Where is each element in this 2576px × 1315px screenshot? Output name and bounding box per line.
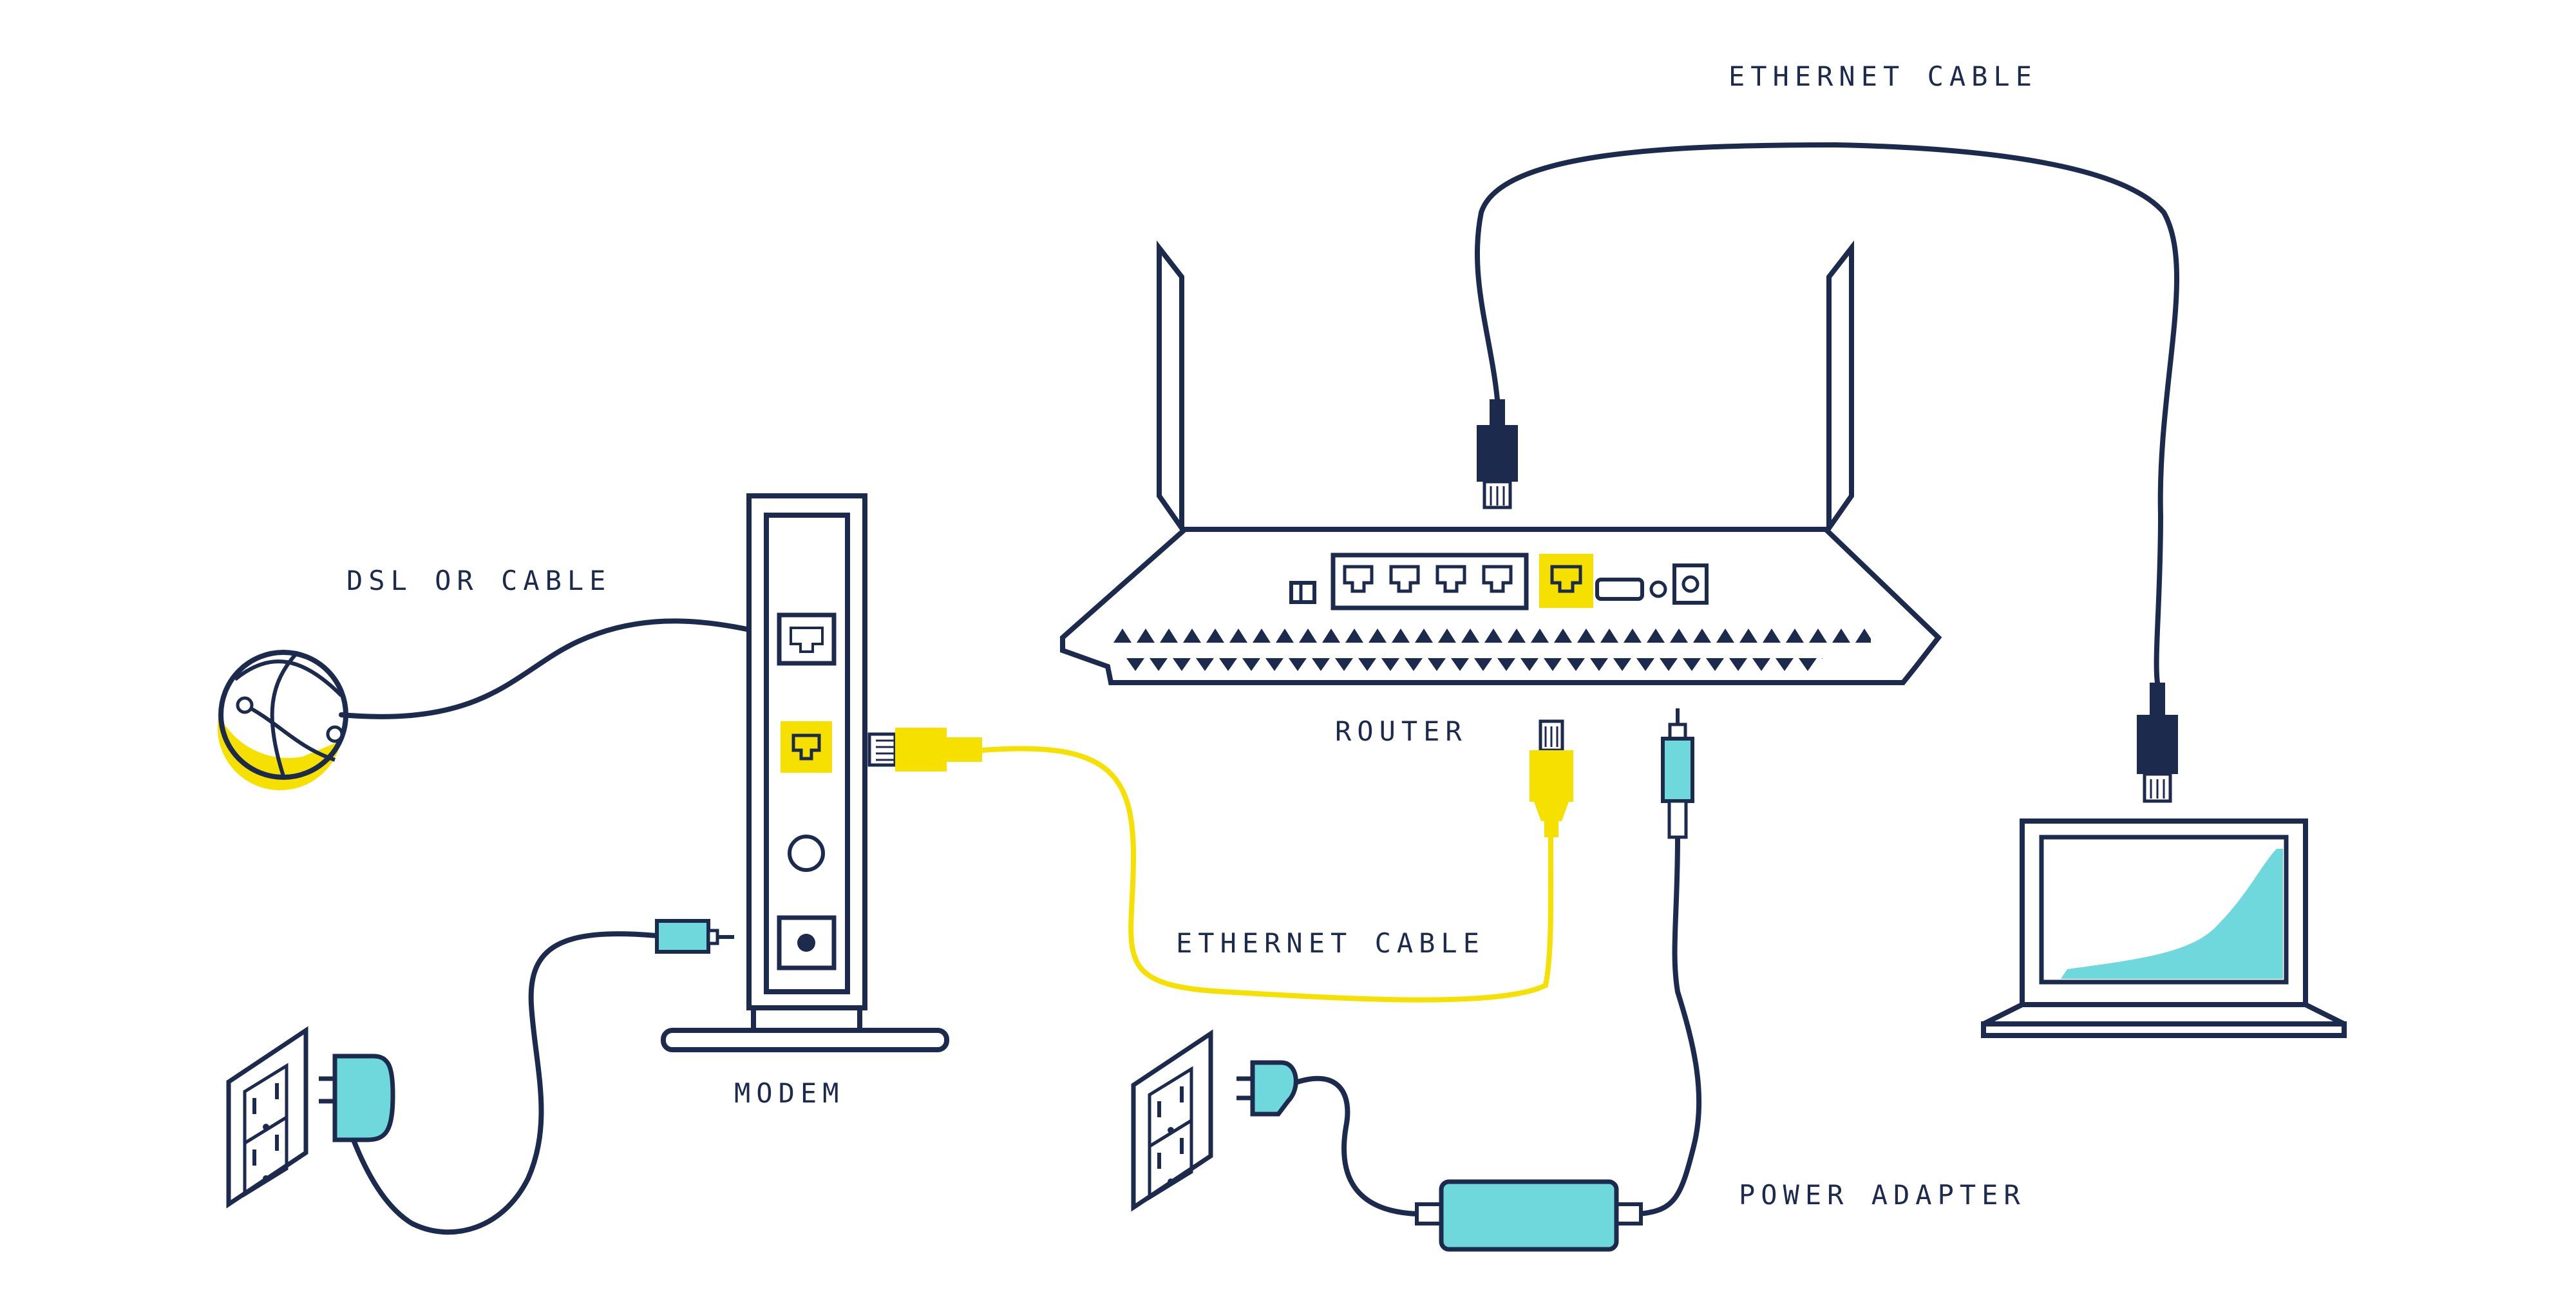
router-antenna-left	[1157, 240, 1184, 536]
ethernet-plug-icon	[1477, 399, 1518, 509]
wall-outlet-icon	[1131, 1029, 1213, 1212]
wan-port-yellow	[1539, 554, 1593, 608]
ethernet-cable-top	[1474, 142, 2180, 685]
ethernet-cable-top-label: ETHERNET CABLE	[1728, 61, 2038, 92]
router-vents-top	[1111, 626, 1871, 644]
router-power-port	[1672, 563, 1709, 605]
dsl-cable	[339, 618, 785, 719]
power-plug-icon	[655, 919, 734, 954]
modem-button	[788, 835, 825, 872]
ethernet-cable-yellow	[980, 746, 1554, 1003]
modem-icon	[661, 493, 949, 1052]
globe-icon	[217, 650, 348, 791]
power-adapter-label: POWER ADAPTER	[1739, 1179, 2026, 1211]
router-lan-ports	[1331, 553, 1529, 610]
modem-power-cord	[348, 931, 659, 1235]
modem-base	[661, 1028, 949, 1052]
modem-label: MODEM	[734, 1077, 844, 1109]
ethernet-plug-icon	[867, 728, 982, 771]
power-plug-icon	[319, 1054, 395, 1142]
router-antenna-right	[1826, 240, 1854, 536]
router-label: ROUTER	[1335, 715, 1468, 747]
lan-port-icons	[1343, 565, 1513, 593]
wall-outlet-icon	[226, 1026, 308, 1209]
dsl-or-cable-label: DSL OR CABLE	[346, 565, 611, 596]
adapter-cord	[1295, 1075, 1419, 1216]
router-vents-bottom	[1124, 656, 1823, 672]
dsl-port	[777, 612, 837, 666]
power-plug-icon	[1661, 708, 1694, 839]
router-switch	[1289, 581, 1316, 604]
router-usb-port	[1595, 578, 1644, 601]
ethernet-cable-bottom-label: ETHERNET CABLE	[1176, 927, 1485, 959]
ethernet-plug-icon	[1530, 719, 1573, 837]
ethernet-port-yellow	[781, 721, 832, 773]
router-reset-button	[1649, 580, 1667, 598]
power-adapter-icon	[1415, 1179, 1643, 1252]
power-plug-icon	[1236, 1060, 1298, 1117]
router-power-cord	[1636, 835, 1702, 1216]
ethernet-plug-icon	[2137, 683, 2178, 803]
laptop-icon	[1981, 818, 2347, 1038]
